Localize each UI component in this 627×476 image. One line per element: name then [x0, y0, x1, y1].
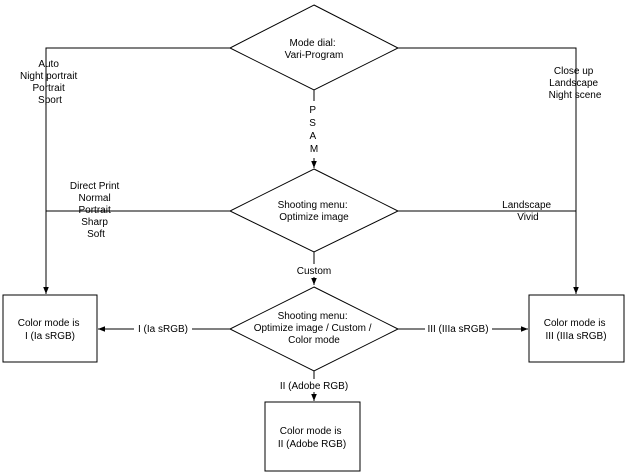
box-color-mode-1-label: Color mode is I (Ia sRGB): [18, 318, 82, 342]
connector-dial-right: [398, 47, 579, 294]
left-optimize-label: Direct Print Normal Portrait Sharp Soft: [70, 181, 122, 240]
to-mode-3-label: III (IIIa sRGB): [427, 324, 488, 335]
box-color-mode-2-label: Color mode is II (Adobe RGB): [278, 426, 346, 450]
to-mode-1-label: I (Ia sRGB): [138, 324, 188, 335]
connector-dial-left: [43, 47, 230, 294]
custom-label: Custom: [297, 266, 331, 277]
to-mode-3-label-bg: [425, 322, 492, 335]
shooting-menu-label: Shooting menu: Optimize image: [278, 200, 351, 223]
right-modes-label: Close up Landscape Night scene: [549, 66, 602, 101]
psam-label: P S A M: [309, 105, 318, 155]
decision-mode-dial: [228, 4, 400, 91]
box-color-mode-2: [264, 401, 361, 472]
mode-dial-label: Mode dial: Vari-Program: [285, 38, 344, 61]
box-color-mode-1: [2, 294, 98, 363]
to-mode-1-label-bg: [134, 322, 192, 335]
box-color-mode-3: [528, 294, 625, 363]
decision-shooting-menu: [228, 168, 400, 253]
custom-label-bg: [290, 264, 338, 277]
color-mode-menu-label: Shooting menu: Optimize image / Custom /…: [254, 311, 375, 346]
to-mode-2-label-bg: [256, 379, 372, 392]
left-modes-label: Auto Night portrait Portrait Sport: [20, 59, 80, 106]
decision-color-mode-menu: [228, 286, 400, 372]
right-optimize-label: Landscape Vivid: [502, 200, 554, 223]
box-color-mode-3-label: Color mode is III (IIIa sRGB): [544, 318, 608, 342]
psam-label-bg: [300, 101, 328, 158]
to-mode-2-label: II (Adobe RGB): [280, 381, 348, 392]
